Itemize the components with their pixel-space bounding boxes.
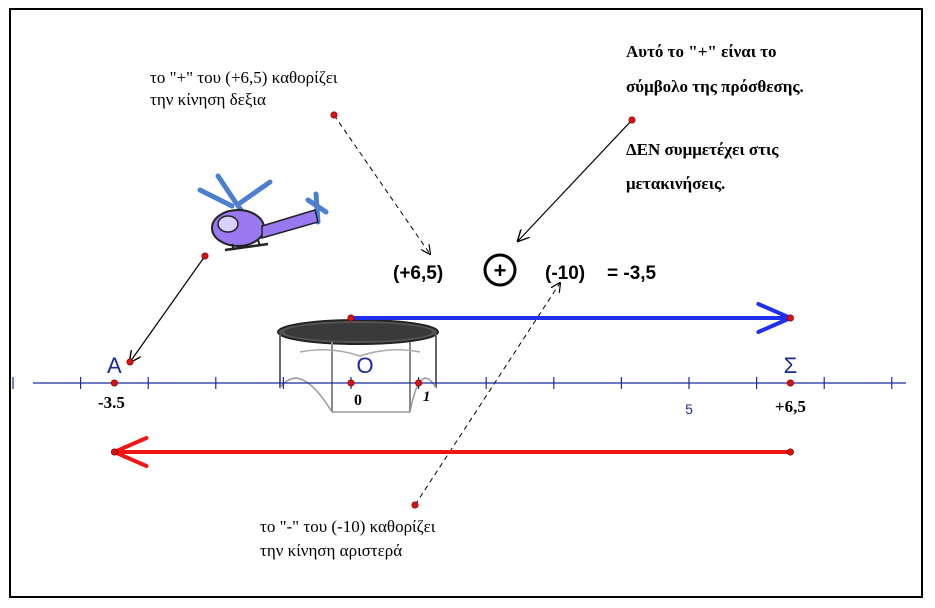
blue-vector-start-point <box>347 314 355 322</box>
point-name-0: Α <box>107 353 122 378</box>
number-line: Α -3.5 O 0 1 5 Σ +6,5 <box>12 353 906 417</box>
annotation-not-movement-line1: ΔΕΝ συμμετέχει στις <box>626 140 779 159</box>
addition-operator-circle <box>483 253 517 287</box>
annotation-minus-direction-line2: την κίνηση αριστερά <box>260 541 402 560</box>
point-name-4: Σ <box>784 353 798 378</box>
annotation-addition-line1: Αυτό το "+" είναι το <box>626 42 777 61</box>
tick-label-1: 0 <box>354 392 362 409</box>
blue-vector-end-point <box>786 314 794 322</box>
diagram-frame <box>9 8 923 598</box>
dashed-pointer-plus <box>333 114 430 254</box>
annotation-plus-direction-line1: το "+" του (+6,5) καθορίζει <box>150 68 338 87</box>
tick-label-4: +6,5 <box>775 397 806 416</box>
annotation-not-movement-line2: μετακινήσεις. <box>626 174 725 193</box>
annotation-addition-line2: σύμβολο της πρόσθεσης. <box>626 77 804 96</box>
tick-label-2: 1 <box>423 389 431 405</box>
annotation-plus-direction-line2: την κίνηση δεξια <box>150 90 266 109</box>
equation-second-term: (-10) <box>545 263 585 284</box>
tick-label-3: 5 <box>685 401 693 417</box>
red-vector-end-point <box>110 448 118 456</box>
point-O <box>347 379 355 387</box>
point-Σ <box>786 379 794 387</box>
equation: (+6,5) + (-10) = -3,5 <box>393 253 657 287</box>
addition-operator: + <box>494 258 507 283</box>
equation-result: = -3,5 <box>607 263 657 284</box>
point-Α <box>110 379 118 387</box>
pointer-addition-symbol <box>518 119 633 241</box>
tick-label-0: -3.5 <box>98 393 125 412</box>
pointer-endpoints <box>126 111 636 509</box>
point-tick-1 <box>415 379 423 387</box>
vectors <box>110 302 794 468</box>
pointer-helicopter <box>130 255 206 362</box>
red-vector-start-point <box>786 448 794 456</box>
helicopter-image <box>197 173 329 252</box>
equation-first-term: (+6,5) <box>393 263 443 284</box>
annotation-minus-direction-line1: το "-" του (-10) καθορίζει <box>260 517 436 536</box>
point-name-1: O <box>356 353 373 378</box>
